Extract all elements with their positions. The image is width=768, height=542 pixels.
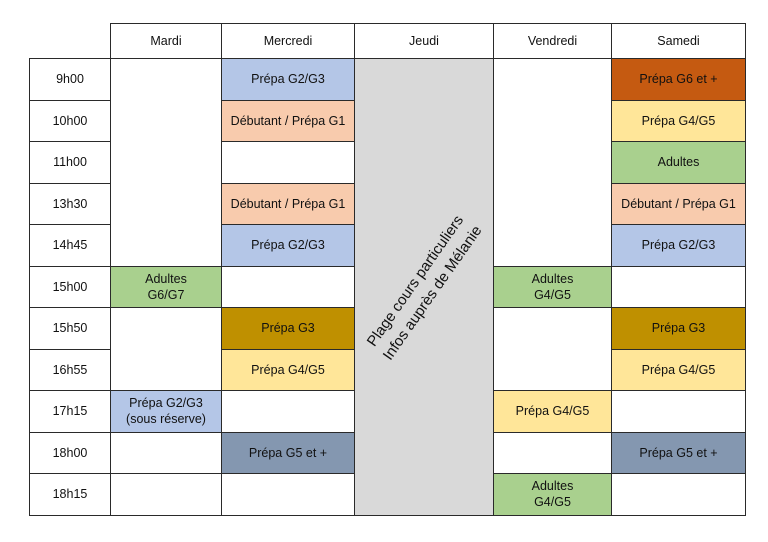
- table-row: 15h50 Prépa G3 Prépa G3: [29, 307, 746, 391]
- table-row: 16h55 Prépa G4/G5 Prépa G4/G5: [29, 348, 746, 391]
- course-cell: [611, 265, 746, 308]
- jeudi-note: Plage cours particuliers Infos auprès de…: [361, 209, 487, 364]
- course-cell: [611, 473, 746, 516]
- table-row: 14h45 Prépa G2/G3 Prépa G2/G3: [29, 224, 746, 267]
- corner-cell: [29, 23, 111, 59]
- course-line: Adultes: [531, 479, 574, 494]
- jeudi-private-lessons-band: Plage cours particuliers Infos auprès de…: [354, 58, 494, 516]
- day-header-mercredi: Mercredi: [221, 23, 355, 59]
- course-cell: Prépa G4/G5: [221, 348, 355, 391]
- course-line: G4/G5: [534, 495, 571, 510]
- day-header-samedi: Samedi: [611, 23, 746, 59]
- course-cell: Prépa G4/G5: [611, 99, 746, 142]
- table-row: 18h15 Adultes G4/G5: [29, 473, 746, 516]
- day-header-jeudi: Jeudi: [354, 23, 494, 59]
- course-cell: Prépa G2/G3 (sous réserve): [110, 390, 222, 433]
- day-header-mardi: Mardi: [110, 23, 222, 59]
- course-cell: Prépa G2/G3: [611, 224, 746, 267]
- course-cell: Prépa G4/G5: [493, 390, 612, 433]
- time-cell: 17h15: [29, 390, 111, 433]
- course-cell: [110, 431, 222, 474]
- mardi-empty-cell: [110, 307, 222, 391]
- time-cell: 15h00: [29, 265, 111, 308]
- mardi-empty-cell: [110, 58, 222, 267]
- course-cell: Prépa G5 et +: [611, 431, 746, 474]
- vendredi-empty-cell: [493, 58, 612, 267]
- course-cell: Prépa G5 et +: [221, 431, 355, 474]
- time-cell: 15h50: [29, 307, 111, 350]
- course-cell: Débutant / Prépa G1: [221, 99, 355, 142]
- course-cell: Prépa G4/G5: [611, 348, 746, 391]
- course-cell: Prépa G2/G3: [221, 224, 355, 267]
- course-cell: Prépa G3: [221, 307, 355, 350]
- time-cell: 13h30: [29, 182, 111, 225]
- schedule-table: Mardi Mercredi Jeudi Vendredi Samedi 9h0…: [29, 23, 746, 516]
- course-cell: [221, 390, 355, 433]
- course-cell: Débutant / Prépa G1: [221, 182, 355, 225]
- course-cell: [493, 431, 612, 474]
- time-cell: 10h00: [29, 99, 111, 142]
- table-row: 10h00 Débutant / Prépa G1 Prépa G4/G5: [29, 99, 746, 142]
- course-cell: Adultes G4/G5: [493, 265, 612, 308]
- time-cell: 14h45: [29, 224, 111, 267]
- course-cell: [221, 141, 355, 184]
- course-line: Adultes: [531, 271, 574, 286]
- time-cell: 16h55: [29, 348, 111, 391]
- course-cell: Prépa G6 et +: [611, 58, 746, 101]
- course-cell: Prépa G2/G3: [221, 58, 355, 101]
- header-row: Mardi Mercredi Jeudi Vendredi Samedi: [29, 23, 746, 59]
- table-row: 15h00 Adultes G6/G7 Adultes G4/G5: [29, 265, 746, 308]
- course-cell: Débutant / Prépa G1: [611, 182, 746, 225]
- vendredi-empty-cell: [493, 307, 612, 391]
- table-row: 9h00 Prépa G2/G3 Plage cours particulier…: [29, 58, 746, 516]
- course-cell: [611, 390, 746, 433]
- course-cell: Adultes G6/G7: [110, 265, 222, 308]
- course-cell: Adultes G4/G5: [493, 473, 612, 516]
- table-row: 11h00 Adultes: [29, 141, 746, 184]
- day-header-vendredi: Vendredi: [493, 23, 612, 59]
- table-row: 13h30 Débutant / Prépa G1 Débutant / Pré…: [29, 182, 746, 225]
- course-line: (sous réserve): [126, 412, 206, 427]
- course-line: Prépa G2/G3: [129, 396, 203, 411]
- course-cell: [221, 265, 355, 308]
- course-line: Adultes: [145, 271, 187, 286]
- course-cell: Adultes: [611, 141, 746, 184]
- course-cell: [110, 473, 222, 516]
- time-cell: 18h15: [29, 473, 111, 516]
- course-cell: Prépa G3: [611, 307, 746, 350]
- course-cell: [221, 473, 355, 516]
- time-cell: 9h00: [29, 58, 111, 101]
- time-cell: 18h00: [29, 431, 111, 474]
- time-cell: 11h00: [29, 141, 111, 184]
- course-line: G6/G7: [147, 287, 185, 302]
- course-line: G4/G5: [534, 287, 571, 302]
